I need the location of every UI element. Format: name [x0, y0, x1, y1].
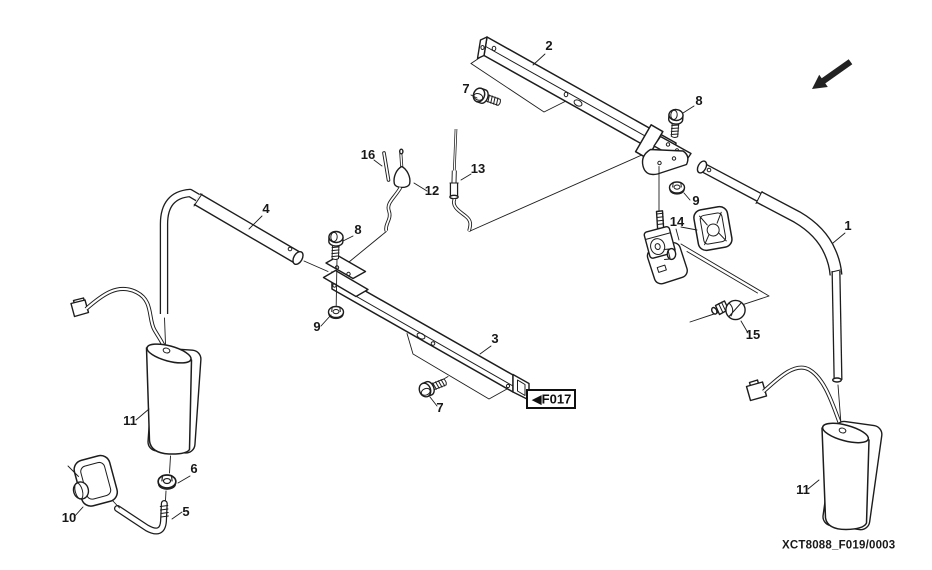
callout-9-right: 9 — [692, 193, 699, 208]
callout-15: 15 — [746, 327, 760, 342]
callout-14: 14 — [670, 214, 685, 229]
nut-9-right — [668, 181, 686, 195]
mount-plane-rail3 — [406, 333, 508, 400]
callout-1: 1 — [844, 218, 851, 233]
cable-routing-leader-13 — [468, 152, 648, 232]
callout-9-left: 9 — [313, 319, 320, 334]
nut-9-left — [327, 305, 345, 320]
callout-7-top: 7 — [462, 81, 469, 96]
callout-7-bottom: 7 — [436, 400, 443, 415]
clamp-bracket-top — [634, 108, 692, 212]
bulb-15 — [710, 299, 746, 321]
callout-8-left: 8 — [354, 222, 361, 237]
callout-13: 13 — [471, 161, 485, 176]
handle-tube-4 — [159, 188, 329, 345]
callout-16: 16 — [361, 147, 375, 162]
figure-reference-label[interactable]: ◀F017 — [532, 392, 572, 407]
canister-right-11 — [821, 420, 883, 531]
callout-leader-lines — [73, 53, 846, 520]
canister-left-11 — [145, 343, 202, 455]
rod-5 — [114, 500, 169, 535]
cable-routing-leader-12 — [348, 231, 387, 263]
clamp-bracket-mid — [322, 230, 369, 320]
callout-6: 6 — [190, 461, 197, 476]
bezel-10 — [67, 454, 120, 509]
mount-plane-lamp — [680, 243, 770, 323]
cable-connector-left — [70, 286, 168, 351]
pin-16 — [382, 151, 391, 182]
lamp-bezel-14 — [693, 205, 733, 252]
handle-tube-1 — [696, 160, 843, 425]
direction-arrow-icon — [812, 59, 853, 89]
callout-4: 4 — [262, 201, 270, 216]
antenna-cable-13 — [449, 128, 473, 232]
callout-2: 2 — [545, 38, 552, 53]
figure-reference-box[interactable]: ◀F017 — [526, 389, 576, 409]
rail-3 — [331, 271, 530, 401]
callout-11-left: 11 — [123, 413, 137, 428]
callout-11-right: 11 — [796, 482, 810, 497]
drawing-code: XCT8088_F019/0003 — [782, 540, 895, 552]
callout-3: 3 — [491, 331, 498, 346]
antenna-12 — [384, 148, 411, 232]
callout-12: 12 — [425, 183, 439, 198]
callout-10: 10 — [62, 510, 76, 525]
lamp-assembly-14 — [643, 210, 688, 285]
callout-8-right: 8 — [695, 93, 702, 108]
callout-5: 5 — [182, 504, 189, 519]
